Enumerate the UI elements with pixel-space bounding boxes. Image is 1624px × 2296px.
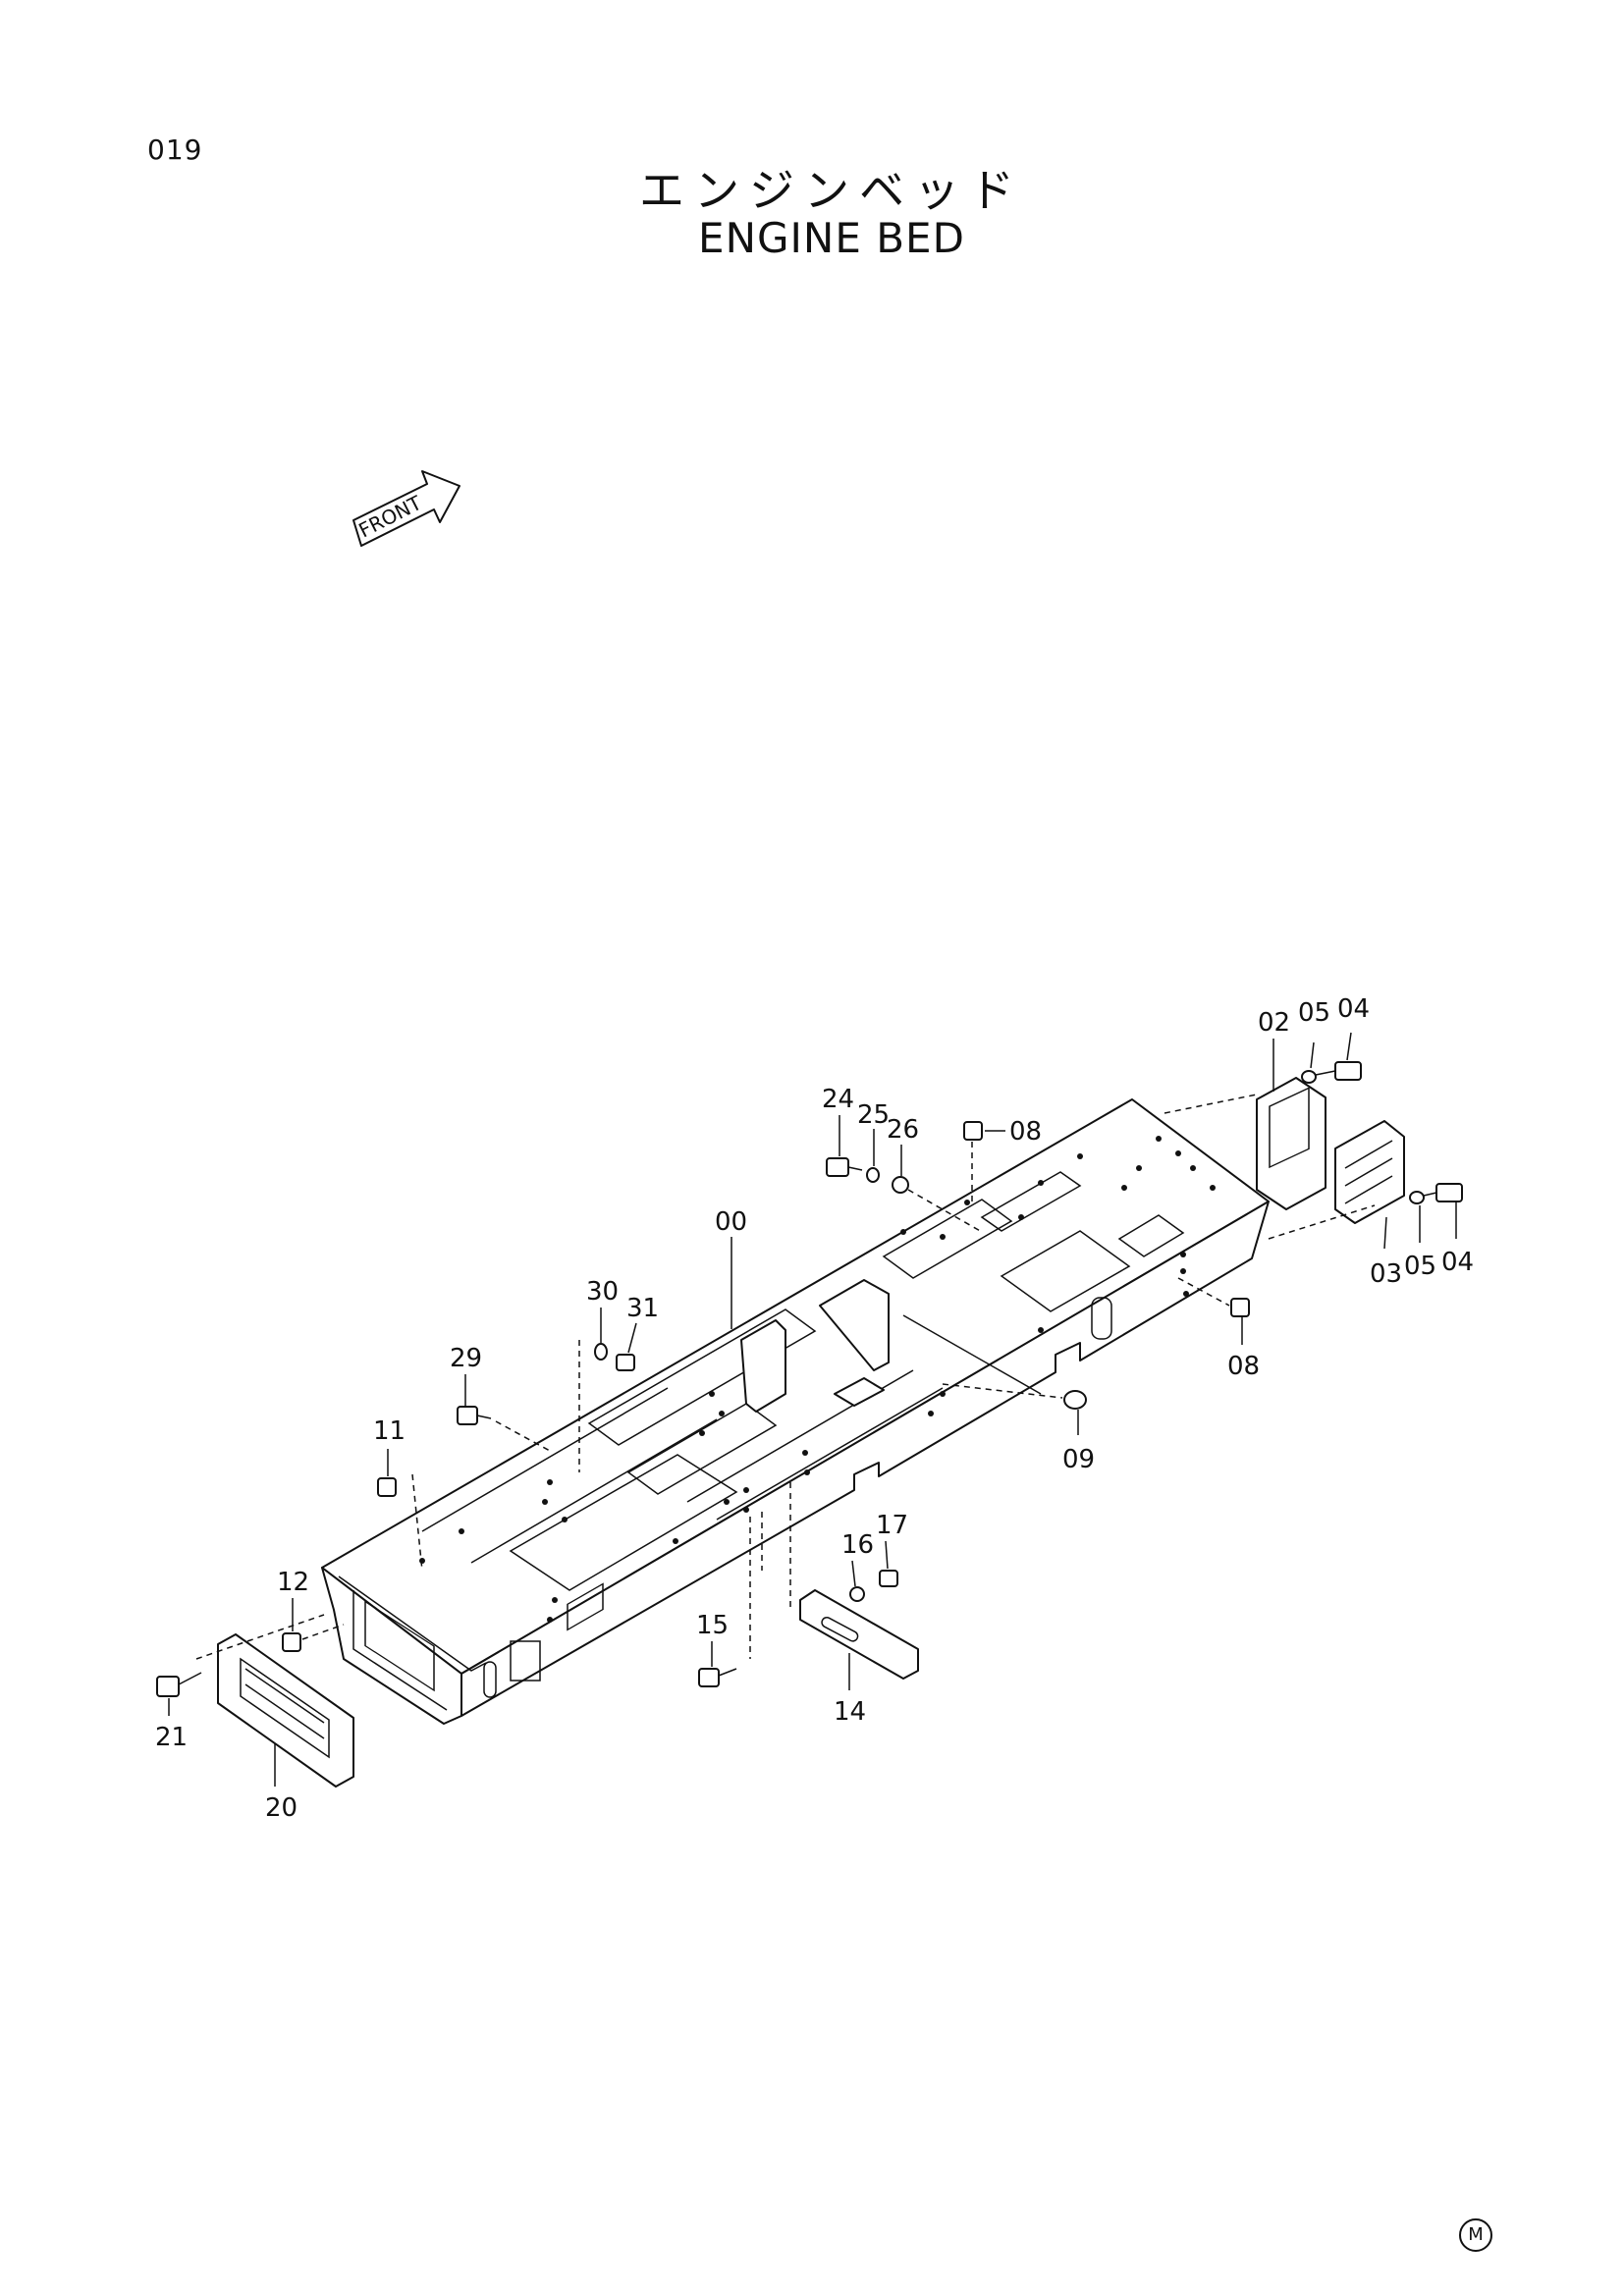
callout-05-top: 05 bbox=[1298, 998, 1330, 1028]
fasteners bbox=[156, 1061, 1463, 1697]
callout-20: 20 bbox=[265, 1793, 298, 1823]
callout-17: 17 bbox=[876, 1511, 908, 1540]
main-frame bbox=[321, 1098, 1270, 1725]
callout-24: 24 bbox=[822, 1085, 854, 1114]
callout-03: 03 bbox=[1370, 1259, 1402, 1289]
callout-16: 16 bbox=[841, 1530, 874, 1560]
title-english: ENGINE BED bbox=[698, 214, 965, 262]
end-cover bbox=[195, 1614, 354, 1788]
page-number: 019 bbox=[147, 133, 203, 166]
callout-08-right: 08 bbox=[1227, 1352, 1260, 1381]
callout-30: 30 bbox=[586, 1277, 619, 1307]
callout-labels: 00 02 05 04 03 05 04 08 08 09 11 12 14 1… bbox=[155, 994, 1474, 1823]
front-arrow-label: FRONT bbox=[354, 491, 425, 543]
callout-02: 02 bbox=[1258, 1008, 1290, 1038]
callout-04-top: 04 bbox=[1337, 994, 1370, 1024]
callout-25: 25 bbox=[857, 1100, 890, 1130]
callout-09: 09 bbox=[1062, 1445, 1095, 1474]
callout-04-right: 04 bbox=[1441, 1248, 1474, 1277]
manufacturer-mark: M bbox=[1459, 2218, 1492, 2252]
callout-31: 31 bbox=[626, 1294, 659, 1323]
callout-15: 15 bbox=[696, 1611, 729, 1640]
callout-21: 21 bbox=[155, 1723, 188, 1752]
front-arrow: FRONT bbox=[352, 470, 460, 547]
side-plate bbox=[789, 1482, 919, 1680]
title-japanese: エンジンベッド bbox=[639, 164, 1024, 217]
rear-cover-plates bbox=[1164, 1077, 1405, 1240]
leader-lines bbox=[168, 1032, 1457, 1787]
callout-26: 26 bbox=[887, 1115, 919, 1145]
callout-29: 29 bbox=[450, 1344, 482, 1373]
callout-14: 14 bbox=[834, 1697, 866, 1727]
callout-05-right: 05 bbox=[1404, 1252, 1436, 1281]
callout-08-top: 08 bbox=[1009, 1117, 1042, 1147]
callout-00: 00 bbox=[715, 1207, 747, 1237]
callout-11: 11 bbox=[373, 1416, 406, 1446]
callout-12: 12 bbox=[277, 1568, 309, 1597]
